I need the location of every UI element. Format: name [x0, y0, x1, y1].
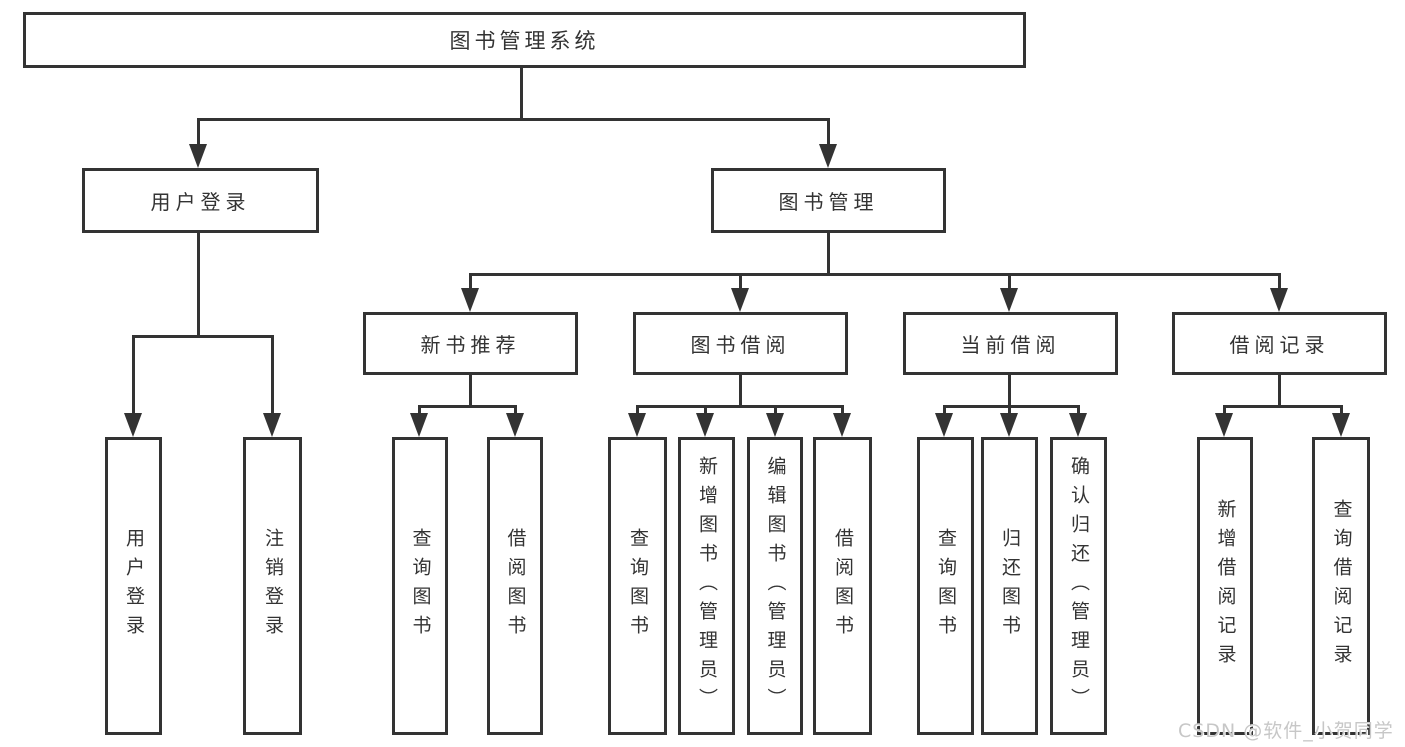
node-user-login: 用户登录 [82, 168, 319, 233]
connector-leaf-stem [636, 405, 639, 417]
connector-leaf-stem [943, 405, 946, 417]
arrow-down-icon [833, 413, 851, 437]
arrow-down-icon [935, 413, 953, 437]
leaf-borrow-books: 借阅图书 [487, 437, 543, 735]
connector-level3-stem [739, 273, 742, 290]
arrow-down-icon [819, 144, 837, 168]
node-label: 编辑图书（管理员） [764, 455, 787, 717]
leaf-add-books-admin: 新增图书（管理员） [678, 437, 735, 735]
node-book-borrowing: 图书借阅 [633, 312, 848, 375]
leaf-edit-books-admin: 编辑图书（管理员） [747, 437, 803, 735]
arrow-down-icon [1332, 413, 1350, 437]
arrow-down-icon [731, 288, 749, 312]
node-label: 当前借阅 [960, 333, 1061, 357]
connector-level3-stem [1008, 273, 1011, 290]
connector-leaf-stem [841, 405, 844, 417]
leaf-query-books: 查询图书 [392, 437, 448, 735]
arrow-down-icon [506, 413, 524, 437]
node-label: 查询图书 [409, 528, 432, 644]
connector-userlogin-arrow-stem [197, 118, 200, 146]
node-label: 图书管理 [778, 190, 879, 214]
node-label: 借阅记录 [1229, 333, 1330, 357]
node-book-management: 图书管理 [711, 168, 946, 233]
node-label: 归还图书 [999, 528, 1021, 644]
connector-leaf-stem [1077, 405, 1080, 417]
connector-bookborrow-stem [739, 375, 742, 405]
node-current-borrowing: 当前借阅 [903, 312, 1118, 375]
connector-leaf-stem [704, 405, 707, 417]
leaf-query-books: 查询图书 [917, 437, 974, 735]
connector-borrowrecord-hline [1223, 405, 1343, 408]
connector-userlogin-stem [197, 233, 200, 335]
connector-leaf-stem [774, 405, 777, 417]
arrow-down-icon [124, 413, 142, 437]
leaf-user-login: 用户登录 [105, 437, 162, 735]
csdn-watermark: CSDN @软件_小贺同学 [1178, 720, 1394, 742]
node-label: 查询图书 [627, 528, 649, 644]
connector-leaf-stem [132, 335, 135, 415]
leaf-logout: 注销登录 [243, 437, 302, 735]
connector-newbook-hline [418, 405, 517, 408]
node-label: 图书管理系统 [449, 29, 600, 53]
node-label: 图书借阅 [690, 333, 791, 357]
connector-leaf-stem [1223, 405, 1226, 417]
connector-leaf-stem [271, 335, 274, 415]
connector-root-hline [198, 118, 830, 121]
leaf-add-borrow-record: 新增借阅记录 [1197, 437, 1253, 735]
arrow-down-icon [189, 144, 207, 168]
node-label: 新书推荐 [420, 333, 521, 357]
node-root-system: 图书管理系统 [23, 12, 1026, 68]
arrow-down-icon [1069, 413, 1087, 437]
arrow-down-icon [766, 413, 784, 437]
node-new-book-recommend: 新书推荐 [363, 312, 578, 375]
connector-bookmgmt-stem [827, 233, 830, 273]
node-label: 确认归还（管理员） [1068, 455, 1090, 717]
node-label: 新增借阅记录 [1214, 499, 1237, 673]
arrow-down-icon [628, 413, 646, 437]
arrow-down-icon [1270, 288, 1288, 312]
arrow-down-icon [410, 413, 428, 437]
connector-newbook-stem [469, 375, 472, 405]
leaf-borrow-books: 借阅图书 [813, 437, 872, 735]
connector-root-stem [520, 68, 523, 118]
connector-borrowrecord-stem [1278, 375, 1281, 405]
connector-leaf-stem [418, 405, 421, 417]
connector-currentborrow-stem [1008, 375, 1011, 405]
arrow-down-icon [1000, 288, 1018, 312]
node-label: 查询借阅记录 [1330, 499, 1353, 673]
leaf-query-borrow-record: 查询借阅记录 [1312, 437, 1370, 735]
arrow-down-icon [1000, 413, 1018, 437]
node-borrowing-records: 借阅记录 [1172, 312, 1387, 375]
connector-leaf-stem [1008, 405, 1011, 417]
connector-level3-stem [469, 273, 472, 290]
connector-leaf-stem [514, 405, 517, 417]
node-label: 注销登录 [262, 528, 284, 644]
leaf-return-books: 归还图书 [981, 437, 1038, 735]
connector-currentborrow-hline [943, 405, 1080, 408]
connector-bookmgmt-arrow-stem [827, 118, 830, 146]
connector-userlogin-hline [132, 335, 274, 338]
connector-bookborrow-hline [636, 405, 844, 408]
node-label: 用户登录 [150, 190, 251, 214]
arrow-down-icon [696, 413, 714, 437]
node-label: 新增图书（管理员） [696, 455, 718, 717]
arrow-down-icon [461, 288, 479, 312]
connector-leaf-stem [1340, 405, 1343, 417]
node-label: 用户登录 [123, 528, 145, 644]
node-label: 查询图书 [935, 528, 957, 644]
node-label: 借阅图书 [832, 528, 854, 644]
connector-bookmgmt-hline [469, 273, 1281, 276]
arrow-down-icon [1215, 413, 1233, 437]
leaf-confirm-return-admin: 确认归还（管理员） [1050, 437, 1107, 735]
leaf-query-books: 查询图书 [608, 437, 667, 735]
node-label: 借阅图书 [504, 528, 527, 644]
arrow-down-icon [263, 413, 281, 437]
connector-level3-stem [1278, 273, 1281, 290]
